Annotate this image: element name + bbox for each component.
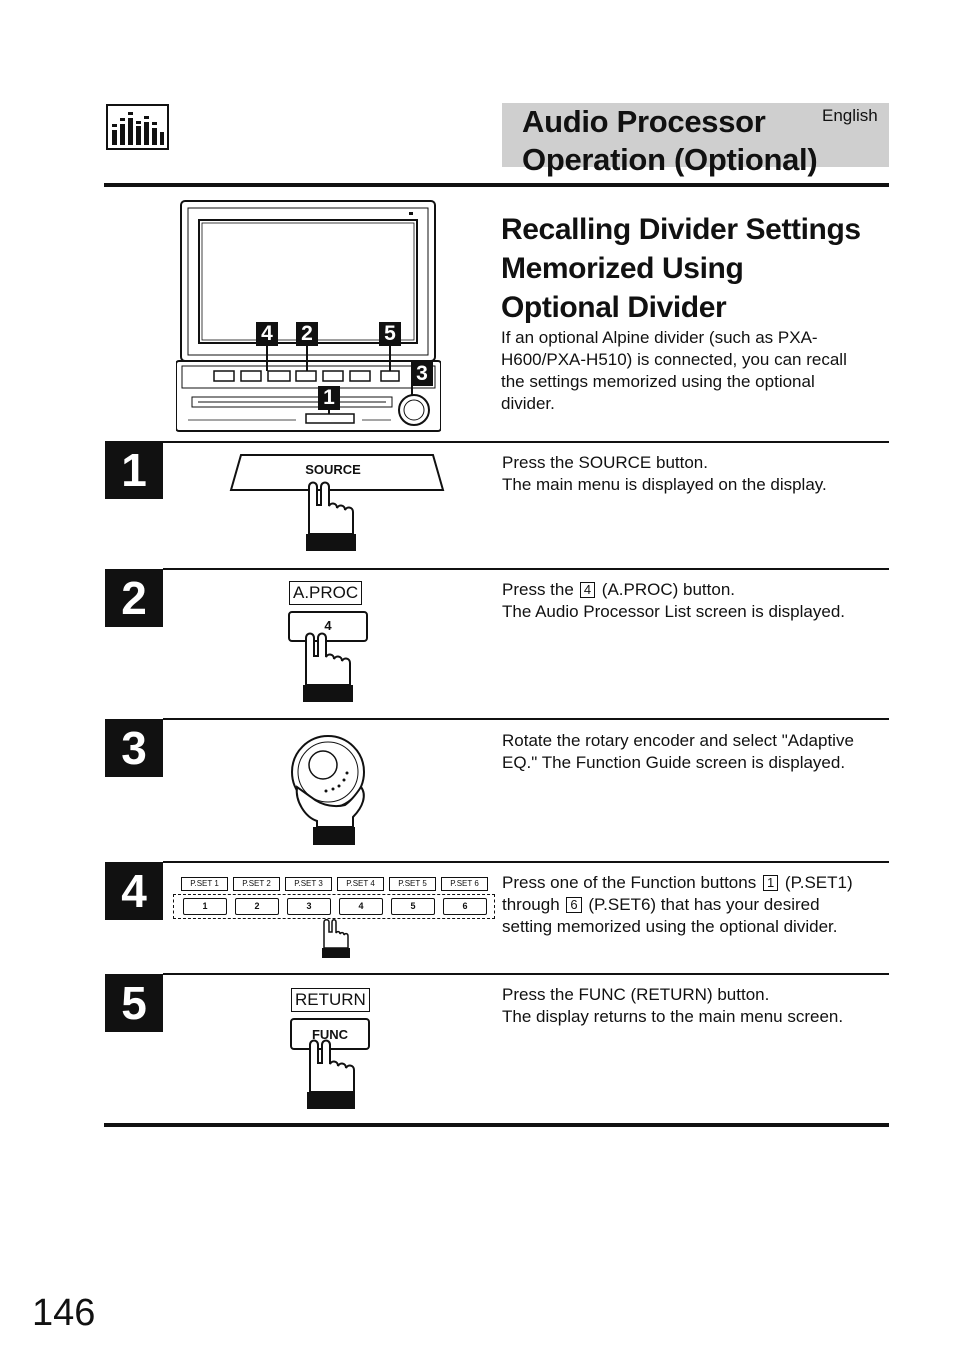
step-4-rule [163,861,889,863]
step-4-line1: Press one of the Function buttons 1 (P.S… [502,872,886,894]
function-button-1: 1 [183,898,227,915]
step-1-line: Press the SOURCE button. [502,453,708,472]
rotary-encoder-illustration [291,735,365,845]
step-2-line1-post: (A.PROC) button. [601,580,735,599]
header-rule [104,183,889,187]
step-3-number: 3 [105,719,163,777]
pset-button-row [173,875,495,919]
step-4-box-6: 6 [566,897,582,913]
header-title-line2: Operation (Optional) [522,142,818,177]
callout-badge-2: 2 [296,322,318,346]
pset-label-4: P.SET 4 [337,877,384,891]
step-2-line1: Press the 4 (A.PROC) button. [502,579,886,601]
source-button-illustration [229,454,445,551]
step-3-text: Rotate the rotary encoder and select "Ad… [502,730,886,774]
callout-badge-4: 4 [256,322,278,346]
source-button-label: SOURCE [305,462,361,477]
step-4-text: Press one of the Function buttons 1 (P.S… [502,872,886,938]
step-4-line1-post: (P.SET1) [784,873,853,892]
section-title: Recalling Divider Settings Memorized Usi… [501,210,861,327]
step-4-line1-pre: Press one of the Function buttons [502,873,757,892]
step-5-text: Press the FUNC (RETURN) button. The disp… [502,984,886,1028]
step-5-line: Press the FUNC (RETURN) button. [502,985,770,1004]
step-2-box-4: 4 [579,582,596,598]
pset-label-1: P.SET 1 [181,877,228,891]
callout-badge-5: 5 [379,322,401,346]
intro-line: the settings memorized using the optiona… [501,372,815,391]
step-1-number: 1 [105,441,163,499]
step-4-line2: through 6 (P.SET6) that has your desired [502,894,886,916]
intro-line: If an optional Alpine divider (such as P… [501,328,818,347]
aproc-button-number: 4 [324,618,332,633]
intro-text: If an optional Alpine divider (such as P… [501,327,883,415]
section-title-line3: Optional Divider [501,291,727,324]
pset-dashed-frame [173,894,495,919]
callout-badge-3: 3 [411,362,433,386]
function-button-2: 2 [235,898,279,915]
header-title-line1: Audio Processor [522,104,766,139]
aproc-label: A.PROC [289,581,363,605]
head-unit-illustration [176,200,441,432]
step-2-rule [163,568,889,570]
pset-label-5: P.SET 5 [389,877,436,891]
function-button-4: 4 [339,898,383,915]
page-number: 146 [32,1292,96,1334]
func-button-label: FUNC [311,1027,349,1042]
header-banner [502,103,889,167]
step-2-text: Press the 4 (A.PROC) button. The Audio Pr… [502,579,886,623]
step-3-rule [163,718,889,720]
return-label: RETURN [291,988,370,1012]
header-title: Audio Processor Operation (Optional) [522,103,818,179]
step-4-line2-post: (P.SET6) that has your desired [588,895,820,914]
step-2-line2: The Audio Processor List screen is displ… [502,602,846,621]
section-title-line1: Recalling Divider Settings [501,213,861,246]
intro-line: H600/PXA-H510) is connected, you can rec… [501,350,847,369]
step-5-number: 5 [105,974,163,1032]
pset-label-6: P.SET 6 [441,877,488,891]
step-3-line: EQ." The Function Guide screen is displa… [502,753,846,772]
step-1-rule [163,441,889,443]
func-button-illustration [290,1018,370,1109]
language-label: English [822,106,878,125]
step-2-line1-pre: Press the [502,580,574,599]
step-4-number: 4 [105,862,163,920]
step-4-box-1: 1 [762,875,779,891]
section-title-line2: Memorized Using [501,252,744,285]
step-4-line3: setting memorized using the optional div… [502,917,838,936]
step-3-line: Rotate the rotary encoder and select "Ad… [502,731,854,750]
step-1-text: Press the SOURCE button. The main menu i… [502,452,886,496]
step-5-line: The display returns to the main menu scr… [502,1007,844,1026]
step-5-rule [163,973,889,975]
pressing-hand-icon [322,919,350,958]
pset-label-2: P.SET 2 [233,877,280,891]
function-button-3: 3 [287,898,331,915]
pset-label-3: P.SET 3 [285,877,332,891]
function-button-6: 6 [443,898,487,915]
bottom-rule [104,1123,889,1127]
step-4-line2-pre: through [502,895,560,914]
aproc-button-illustration [288,611,368,702]
step-2-number: 2 [105,569,163,627]
step-1-line: The main menu is displayed on the displa… [502,475,827,494]
function-button-5: 5 [391,898,435,915]
intro-line: divider. [501,394,555,413]
callout-badge-1: 1 [318,386,340,410]
equalizer-logo-icon [106,104,169,150]
